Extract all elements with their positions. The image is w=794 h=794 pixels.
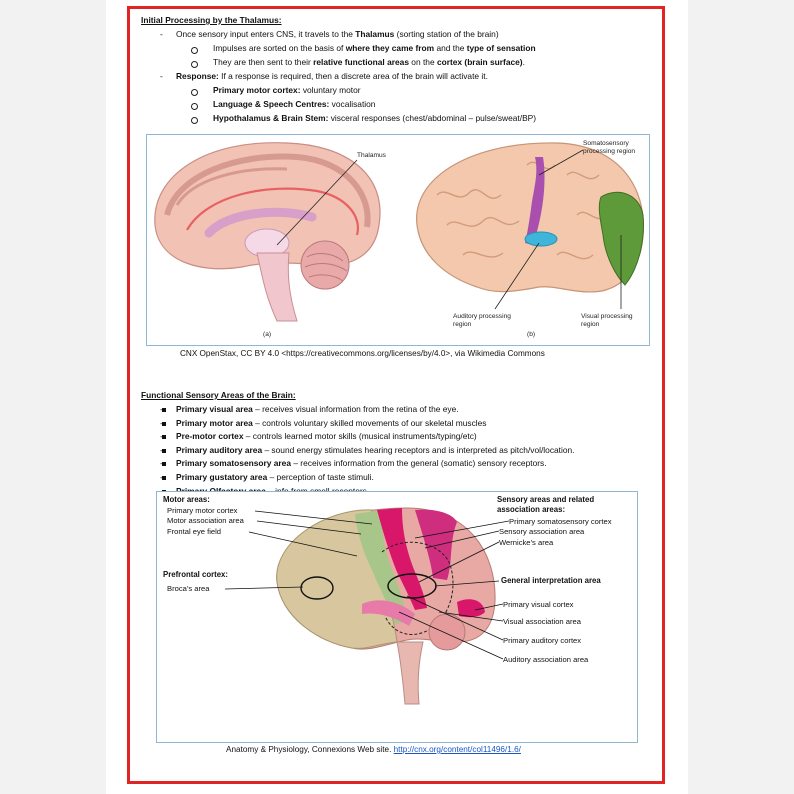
label-prefrontal-cortex: Prefrontal cortex: (163, 570, 228, 579)
sub-bullet-language: Language & Speech Centres: vocalisation (213, 99, 376, 109)
sub-bullet-sorted: Impulses are sorted on the basis of wher… (213, 43, 536, 53)
label-primary-auditory-cortex: Primary auditory cortex (503, 636, 581, 645)
figure-functional-areas: Motor areas: Primary motor cortex Motor … (156, 491, 638, 743)
figure2-caption: Anatomy & Physiology, Connexions Web sit… (226, 745, 521, 754)
label-motor-association: Motor association area (167, 516, 245, 525)
list-item: Pre-motor cortex – controls learned moto… (176, 431, 477, 442)
list-item: Primary Olfactory area – info from smell… (176, 486, 367, 497)
figure2-caption-text: Anatomy & Physiology, Connexions Web sit… (226, 745, 394, 754)
bullet-square (162, 476, 166, 480)
brain-illustrations: Thalamus (a) Somatosensory processing re… (154, 140, 644, 338)
list-item: Primary auditory area – sound energy sti… (176, 444, 575, 455)
bullet-square (162, 421, 166, 426)
sub-bullet-circle (191, 47, 198, 54)
label-auditory-2: region (453, 321, 472, 328)
panel-b-label: (b) (527, 331, 535, 338)
label-primary-motor-cortex: Primary motor cortex (167, 506, 238, 515)
list-item: Primary gustatory area – perception of t… (176, 472, 374, 482)
figure1-caption: CNX OpenStax, CC BY 4.0 <https://creativ… (180, 349, 545, 358)
bullet-response: Response: If a response is required, the… (176, 71, 488, 81)
sub-bullet-circle (191, 117, 198, 124)
list-item: Primary somatosensory area – receives in… (176, 458, 547, 469)
bullet-dash: - (160, 29, 163, 39)
label-primary-somatosensory: Primary somatosensory cortex (509, 517, 612, 526)
sub-bullet-circle (191, 103, 198, 110)
label-visual-association: Visual association area (503, 617, 582, 626)
bullet-dash: - (160, 71, 163, 81)
section2-title: Functional Sensory Areas of the Brain: (141, 390, 296, 400)
bullet-dash: - (160, 445, 163, 455)
bullet-dash: - (160, 431, 163, 441)
leader-lines (224, 510, 510, 660)
label-sensory-heading-2: association areas: (497, 505, 565, 514)
label-frontal-eye-field: Frontal eye field (167, 527, 221, 536)
bullet-dash: - (160, 404, 163, 414)
label-visual-1: Visual processing (581, 313, 633, 320)
bullet-dash: - (160, 418, 163, 428)
functional-areas-diagram: Motor areas: Primary motor cortex Motor … (163, 495, 612, 705)
label-thalamus: Thalamus (357, 152, 387, 159)
list-item: Primary motor area – controls voluntary … (176, 417, 487, 428)
bullet-dash: - (160, 472, 163, 482)
list-item: Primary visual area – receives visual in… (176, 404, 459, 414)
lateral-brain-functional-image (276, 507, 496, 705)
label-general-interpretation: General interpretation area (501, 576, 601, 585)
bullet-square (162, 435, 166, 440)
cnx-link[interactable]: http://cnx.org/content/col11496/1.6/ (393, 745, 521, 754)
bullet-dash: - (160, 458, 163, 468)
label-somatosensory-2: processing region (583, 148, 635, 155)
figure-thalamus-cortex: Thalamus (a) Somatosensory processing re… (146, 134, 650, 346)
red-border-frame (127, 6, 665, 784)
section1-title: Initial Processing by the Thalamus: (141, 15, 282, 25)
sub-bullet-sent: They are then sent to their relative fun… (213, 57, 525, 67)
sub-bullet-circle (191, 61, 198, 68)
bullet-thalamus: Once sensory input enters CNS, it travel… (176, 29, 499, 39)
lateral-brain-image (416, 142, 644, 310)
label-sensory-heading-1: Sensory areas and related (497, 495, 594, 504)
bullet-dash: - (160, 486, 163, 496)
label-visual-2: region (581, 321, 600, 328)
bullet-square (162, 462, 166, 467)
panel-a-label: (a) (263, 331, 271, 338)
label-auditory-association: Auditory association area (503, 655, 589, 664)
sagittal-brain-image (154, 142, 381, 322)
bullet-square (162, 408, 166, 412)
label-brocas-area: Broca’s area (167, 584, 210, 593)
label-somatosensory-1: Somatosensory (583, 140, 630, 147)
label-wernickes-area: Wernicke’s area (499, 538, 554, 547)
bullet-square (162, 448, 166, 453)
label-auditory-1: Auditory processing (453, 313, 511, 320)
label-sensory-association: Sensory association area (499, 527, 585, 536)
label-primary-visual-cortex: Primary visual cortex (503, 600, 574, 609)
sub-bullet-circle (191, 89, 198, 96)
sub-bullet-motor: Primary motor cortex: voluntary motor (213, 85, 361, 95)
label-motor-areas: Motor areas: (163, 495, 210, 504)
sub-bullet-hypothalamus: Hypothalamus & Brain Stem: visceral resp… (213, 113, 537, 123)
